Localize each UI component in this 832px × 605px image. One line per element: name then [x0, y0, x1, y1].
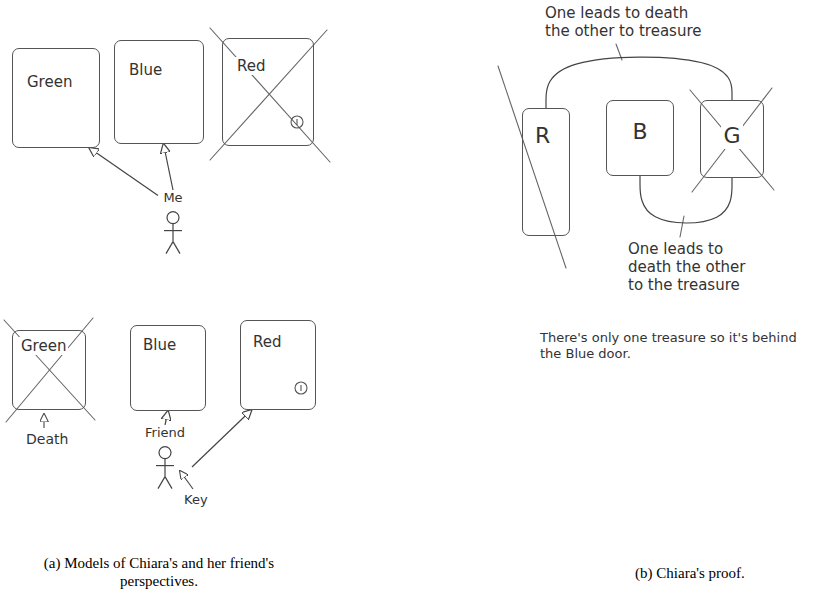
cross-mark	[692, 88, 772, 192]
subfigure-caption-box: (b) Chiara's proof.	[580, 564, 800, 582]
leader-arrow	[43, 414, 44, 428]
figure-arms	[164, 230, 182, 231]
bracket-arc	[640, 176, 732, 223]
figure-head	[167, 212, 179, 224]
door-box: Blue	[130, 325, 206, 411]
note-label-box: Key	[184, 492, 224, 508]
subfigure-caption: (a) Models of Chiara's and her friend's …	[44, 555, 274, 589]
door-box: R	[522, 108, 570, 236]
note-label-box: Death	[26, 431, 86, 448]
subfigure-caption: (b) Chiara's proof.	[635, 565, 745, 581]
note-label: Death	[26, 431, 68, 447]
conclusion-note-box: There's only one treasure so it's behind…	[540, 330, 802, 361]
stick-figure-strokes	[164, 212, 182, 254]
stick-figure: Friend	[138, 425, 192, 495]
subfigure-caption-box: (a) Models of Chiara's and her friend's …	[14, 554, 304, 590]
door-label: Red	[235, 57, 268, 75]
note-label: Key	[184, 492, 208, 507]
door-label: Blue	[141, 336, 178, 354]
figure-body	[172, 224, 173, 242]
figure-body	[164, 459, 165, 477]
bracket-note: One leads to death the other to the trea…	[628, 240, 762, 294]
door-label: Green	[19, 337, 68, 355]
figure-head	[159, 447, 171, 459]
figure-leg	[158, 477, 165, 489]
strike-line	[498, 66, 566, 268]
door-box: Red	[240, 320, 316, 410]
figure-leg	[173, 242, 180, 254]
sight-arrow	[192, 410, 251, 467]
cross-mark	[210, 28, 330, 162]
cross-mark	[6, 318, 93, 422]
stick-figure: Me	[158, 190, 188, 260]
figure-leg	[165, 477, 172, 489]
edge-label: One leads to death the other to treasure	[545, 4, 701, 40]
lock-symbol	[295, 382, 307, 394]
lock-symbol	[296, 119, 297, 125]
lock-symbol	[300, 385, 301, 391]
door-label: G	[721, 123, 742, 149]
person-label: Friend	[143, 425, 187, 441]
door-box: B	[606, 100, 674, 176]
stick-figure-strokes	[156, 447, 174, 489]
leader-line	[680, 216, 684, 237]
lock-symbol	[291, 116, 303, 128]
door-box: G	[700, 100, 764, 178]
door-label: Blue	[127, 61, 164, 79]
bracket-note: One leads to death the other to treasure	[545, 4, 705, 40]
door-label: Green	[25, 73, 74, 91]
figure-arms	[156, 465, 174, 466]
figure-leg	[166, 242, 173, 254]
leader-arrow	[180, 471, 193, 489]
door-box: Red	[222, 38, 314, 146]
door-label: R	[533, 123, 552, 149]
sight-arrow	[164, 144, 174, 190]
sight-arrow	[89, 148, 158, 196]
door-label: Red	[251, 333, 284, 351]
edge-label: One leads to death the other to the trea…	[628, 240, 745, 294]
cross-mark	[690, 90, 774, 190]
cross-mark	[210, 30, 327, 160]
door-box: Green	[12, 330, 86, 410]
person-label: Me	[161, 190, 184, 206]
door-box: Green	[12, 48, 100, 148]
door-label: B	[630, 119, 649, 145]
conclusion-note: There's only one treasure so it's behind…	[540, 330, 797, 361]
sight-arrow	[165, 411, 168, 425]
door-box: Blue	[114, 40, 204, 144]
